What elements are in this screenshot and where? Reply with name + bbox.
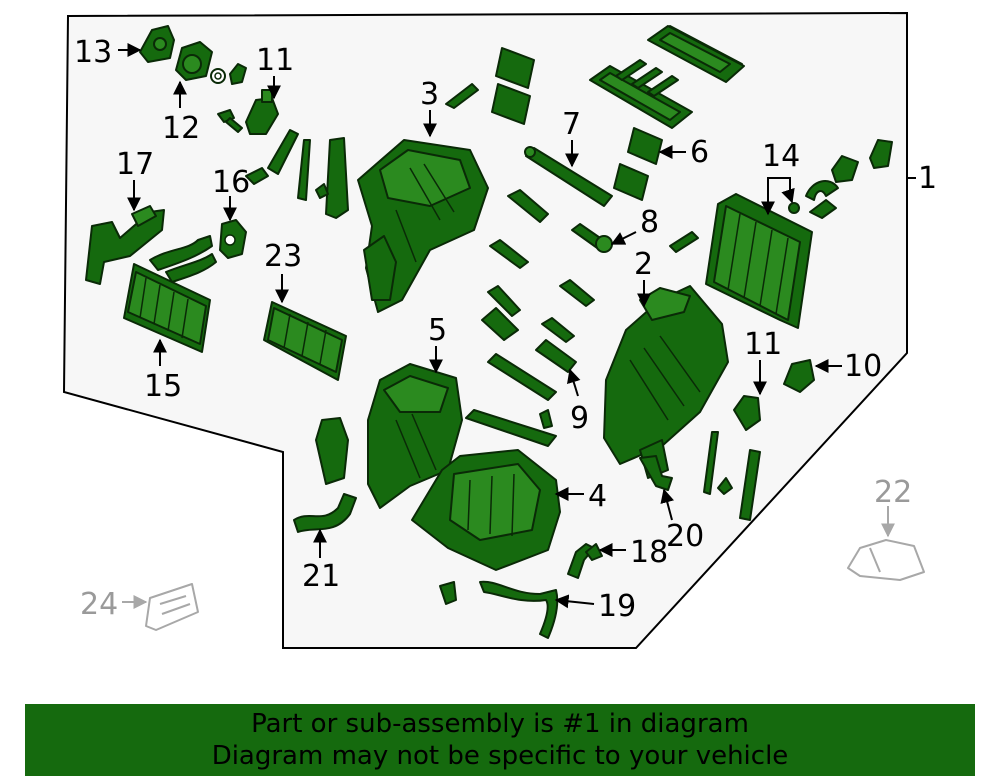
callout-22: 22 xyxy=(874,475,912,510)
callout-7: 7 xyxy=(562,107,581,142)
callout-16: 16 xyxy=(212,165,250,200)
part-16-clip[interactable] xyxy=(219,219,247,259)
callout-5: 5 xyxy=(428,313,447,348)
part-12-motor[interactable] xyxy=(175,41,213,81)
part-11-lower-actuator[interactable] xyxy=(733,395,761,431)
callout-21: 21 xyxy=(302,559,340,594)
part-14-core[interactable] xyxy=(705,193,813,329)
callout-4: 4 xyxy=(588,479,607,514)
part-tube-b[interactable] xyxy=(245,167,269,185)
callout-6: 6 xyxy=(690,135,709,170)
part-5-case-half[interactable] xyxy=(367,363,463,509)
part-rod-set-right[interactable] xyxy=(703,431,761,521)
part-20-pipe[interactable] xyxy=(639,455,673,491)
callout-11-upper: 11 xyxy=(256,43,294,78)
part-seal-pair[interactable] xyxy=(491,47,535,125)
callout-23: 23 xyxy=(264,239,302,274)
part-duct-bracket[interactable] xyxy=(315,417,349,485)
part-3-upper-case[interactable] xyxy=(357,139,489,313)
callout-2: 2 xyxy=(634,247,653,282)
part-17-bracket[interactable] xyxy=(85,205,165,285)
part-bolt[interactable] xyxy=(439,581,457,605)
part-4-lower-housing[interactable] xyxy=(411,449,561,571)
part-23-evaporator[interactable] xyxy=(263,301,347,381)
callout-10: 10 xyxy=(844,349,882,384)
part-24-excluded[interactable] xyxy=(145,583,199,631)
callout-20: 20 xyxy=(666,519,704,554)
part-2-case-half[interactable] xyxy=(603,285,729,479)
part-tube-a[interactable] xyxy=(267,129,349,219)
part-screw[interactable] xyxy=(217,109,243,133)
part-small-clip[interactable] xyxy=(229,63,247,85)
banner-line-2: Diagram may not be specific to your vehi… xyxy=(211,741,789,771)
part-6-filter-cover[interactable] xyxy=(589,25,745,201)
part-3-screw[interactable] xyxy=(445,83,479,109)
part-7-door-shaft[interactable] xyxy=(524,146,613,207)
part-13-actuator[interactable] xyxy=(139,25,175,63)
part-gasket-ring[interactable] xyxy=(210,68,226,84)
callout-11-lower: 11 xyxy=(744,327,782,362)
banner-line-1: Part or sub-assembly is #1 in diagram xyxy=(251,709,749,739)
part-5-divider[interactable] xyxy=(465,409,557,447)
callout-8: 8 xyxy=(640,205,659,240)
part-19-hose[interactable] xyxy=(479,580,559,639)
part-shaft-set[interactable] xyxy=(481,189,699,343)
callout-24: 24 xyxy=(80,587,118,622)
callout-19: 19 xyxy=(598,589,636,624)
callout-17: 17 xyxy=(116,147,154,182)
part-18-hose[interactable] xyxy=(567,543,603,579)
part-10-sensor[interactable] xyxy=(783,359,815,393)
part-14-fittings[interactable] xyxy=(788,139,893,219)
callout-15: 15 xyxy=(144,369,182,404)
part-15-heater-core[interactable] xyxy=(123,235,217,353)
info-banner: Part or sub-assembly is #1 in diagram Di… xyxy=(25,704,975,776)
callout-18: 18 xyxy=(630,535,668,570)
callout-13: 13 xyxy=(74,35,112,70)
callout-12: 12 xyxy=(162,111,200,146)
callout-1: 1 xyxy=(918,161,937,196)
callout-14: 14 xyxy=(762,139,800,174)
part-21-drain-hose[interactable] xyxy=(293,493,357,533)
callout-9: 9 xyxy=(570,401,589,436)
part-22-excluded[interactable] xyxy=(847,539,925,581)
part-9-door[interactable] xyxy=(487,339,577,429)
callout-3: 3 xyxy=(420,77,439,112)
parts-diagram: 1 13 12 11 17 16 15 23 3 5 7 6 8 2 14 11… xyxy=(62,11,937,649)
